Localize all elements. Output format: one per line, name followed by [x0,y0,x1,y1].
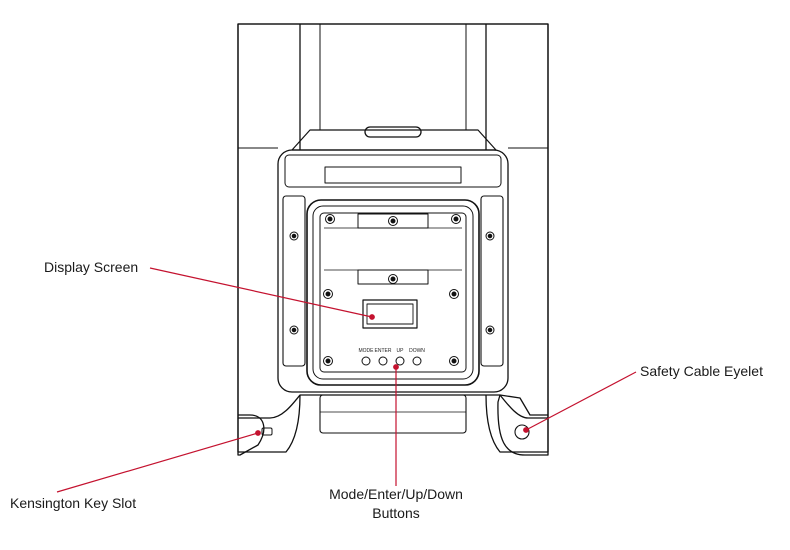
kensington-leader [56,432,259,493]
screws [289,214,495,366]
enter-button [378,356,388,366]
left-side-strip [282,195,306,367]
housing-outline [237,23,549,419]
screw [325,214,335,224]
screw [388,216,398,226]
base-block [319,394,467,434]
handle-top [364,126,422,138]
right-side-strip [480,195,504,367]
display-screen-leader [149,267,373,318]
left-foot [237,394,301,453]
callout-lines [56,267,637,493]
kensington-dot [255,430,261,436]
buttons-dot [393,364,399,370]
screw [485,325,495,335]
kensington-slot [261,427,273,436]
kensington-key-slot-label: Kensington Key Slot [10,495,137,511]
down-button-label: DOWN [409,348,425,354]
control-panel [306,199,480,386]
screw [323,289,333,299]
buttons-label: Mode/Enter/Up/Down Buttons [316,485,476,523]
up-button-label: UP [397,348,405,354]
up-button [395,356,405,366]
panel-button-group [361,356,422,366]
screw [289,325,299,335]
mode-button-label: MODE [359,348,375,354]
buttons-label-line1: Mode/Enter/Up/Down [329,486,463,502]
safety-eyelet-leader [525,371,637,431]
safety-eyelet-dot [523,427,529,433]
mode-button [361,356,371,366]
screw [451,214,461,224]
screw [449,356,459,366]
screw [449,289,459,299]
display-screen-label: Display Screen [44,259,139,275]
screw [323,356,333,366]
right-foot [485,394,549,453]
screw [485,231,495,241]
safety-cable-eyelet [514,424,530,440]
screw [388,274,398,284]
enter-button-label: ENTER [375,348,392,354]
down-button [412,356,422,366]
inner-housing [277,149,509,393]
screw [289,231,299,241]
device-body-outline [237,23,549,456]
buttons-label-line2: Buttons [372,505,420,521]
display-screen-box [362,299,418,329]
display-screen-dot [369,314,375,320]
safety-cable-eyelet-label: Safety Cable Eyelet [640,363,763,379]
